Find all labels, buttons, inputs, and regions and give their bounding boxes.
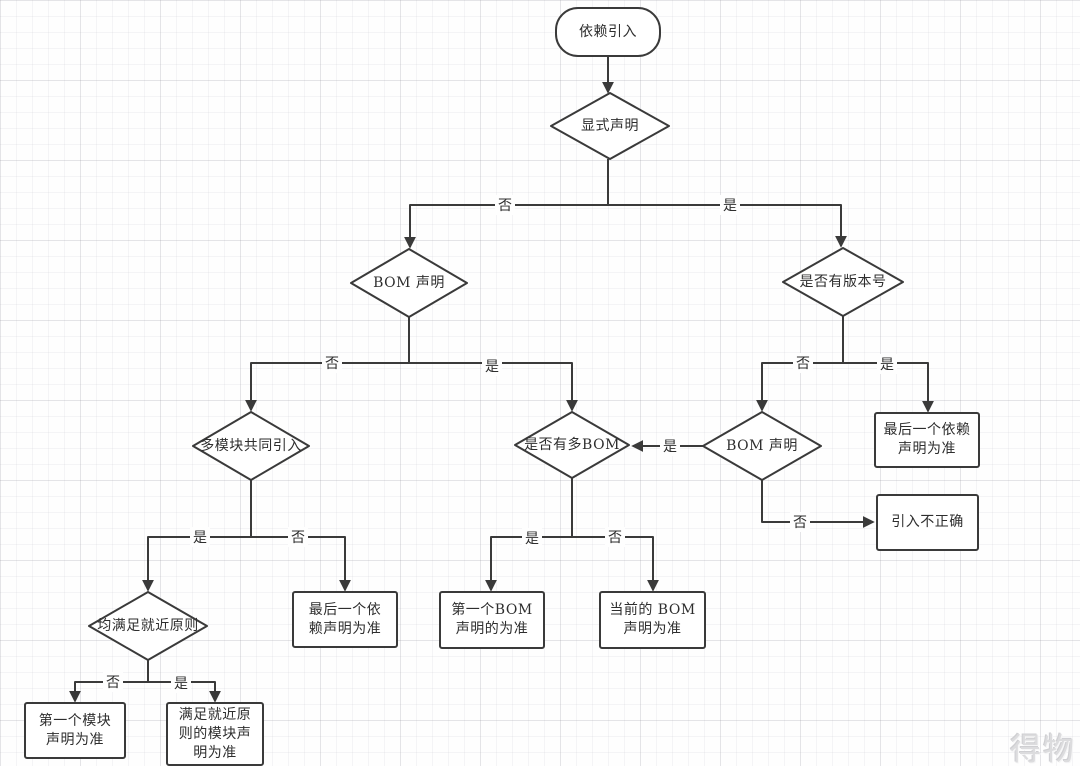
- node-label-bom-declaration-left: BOM 声明: [373, 274, 445, 291]
- node-label-bom-declaration-right: BOM 声明: [726, 437, 798, 454]
- flow-node-start: [555, 7, 661, 57]
- edge-label-nearest-no: 否: [103, 672, 123, 692]
- node-label-first-bom-wins: 第一个BOM 声明的为准: [451, 602, 533, 637]
- flow-node-last-dependency-wins-right: [874, 412, 980, 468]
- flow-node-nearest-module-wins: [166, 702, 264, 766]
- flow-edge-bom-right-no: [761, 480, 875, 528]
- edge-label-version-yes: 是: [877, 354, 897, 374]
- edge-label-bom-left-yes: 是: [482, 356, 502, 376]
- flow-node-current-bom-wins: [599, 591, 706, 649]
- edge-label-bom-right-yes: 是: [660, 436, 680, 456]
- node-label-nearest-module-wins: 满足就近原 则的模块声 明为准: [178, 706, 252, 761]
- flow-node-bom-declaration-right: [702, 411, 822, 481]
- flow-node-has-version-number: [782, 247, 904, 317]
- flow-node-first-module-wins: [24, 702, 126, 759]
- flow-node-incorrect-import: [876, 494, 979, 551]
- edge-label-explicit-yes: 是: [720, 195, 740, 215]
- flow-node-last-dependency-wins-left: [292, 591, 398, 648]
- edge-label-multi-bom-yes: 是: [522, 528, 542, 548]
- node-label-nearest-principle: 均满足就近原则: [97, 617, 199, 634]
- node-label-has-version-number: 是否有版本号: [799, 273, 887, 290]
- edge-label-multi-bom-no: 否: [605, 527, 625, 547]
- node-label-last-dependency-wins-left: 最后一个依 赖声明为准: [308, 601, 382, 637]
- flow-node-explicit-declaration: [550, 92, 670, 160]
- edge-label-bom-right-no: 否: [790, 512, 810, 532]
- node-label-explicit-declaration: 显式声明: [581, 117, 639, 134]
- edge-label-multi-module-yes: 是: [190, 527, 210, 547]
- flow-node-multi-module-import: [192, 411, 310, 481]
- edge-label-nearest-yes: 是: [171, 673, 191, 693]
- edge-label-bom-left-no: 否: [322, 353, 342, 373]
- flow-node-bom-declaration-left: [350, 248, 468, 318]
- node-label-incorrect-import: 引入不正确: [891, 514, 964, 530]
- flow-node-nearest-principle: [88, 591, 208, 661]
- flow-node-has-multiple-bom: [514, 411, 630, 479]
- node-label-has-multiple-bom: 是否有多BOM: [524, 436, 620, 453]
- node-label-start: 依赖引入: [579, 23, 637, 40]
- node-label-multi-module-import: 多模块共同引入: [200, 437, 302, 454]
- flow-node-first-bom-wins: [439, 591, 545, 649]
- node-label-current-bom-wins: 当前的 BOM 声明为准: [609, 602, 696, 637]
- edge-label-multi-module-no: 否: [288, 527, 308, 547]
- node-label-first-module-wins: 第一个模块 声明为准: [38, 712, 112, 748]
- edge-label-explicit-no: 否: [495, 195, 515, 215]
- node-label-last-dependency-wins-right: 最后一个依赖 声明为准: [883, 422, 971, 457]
- edge-label-version-no: 否: [793, 353, 813, 373]
